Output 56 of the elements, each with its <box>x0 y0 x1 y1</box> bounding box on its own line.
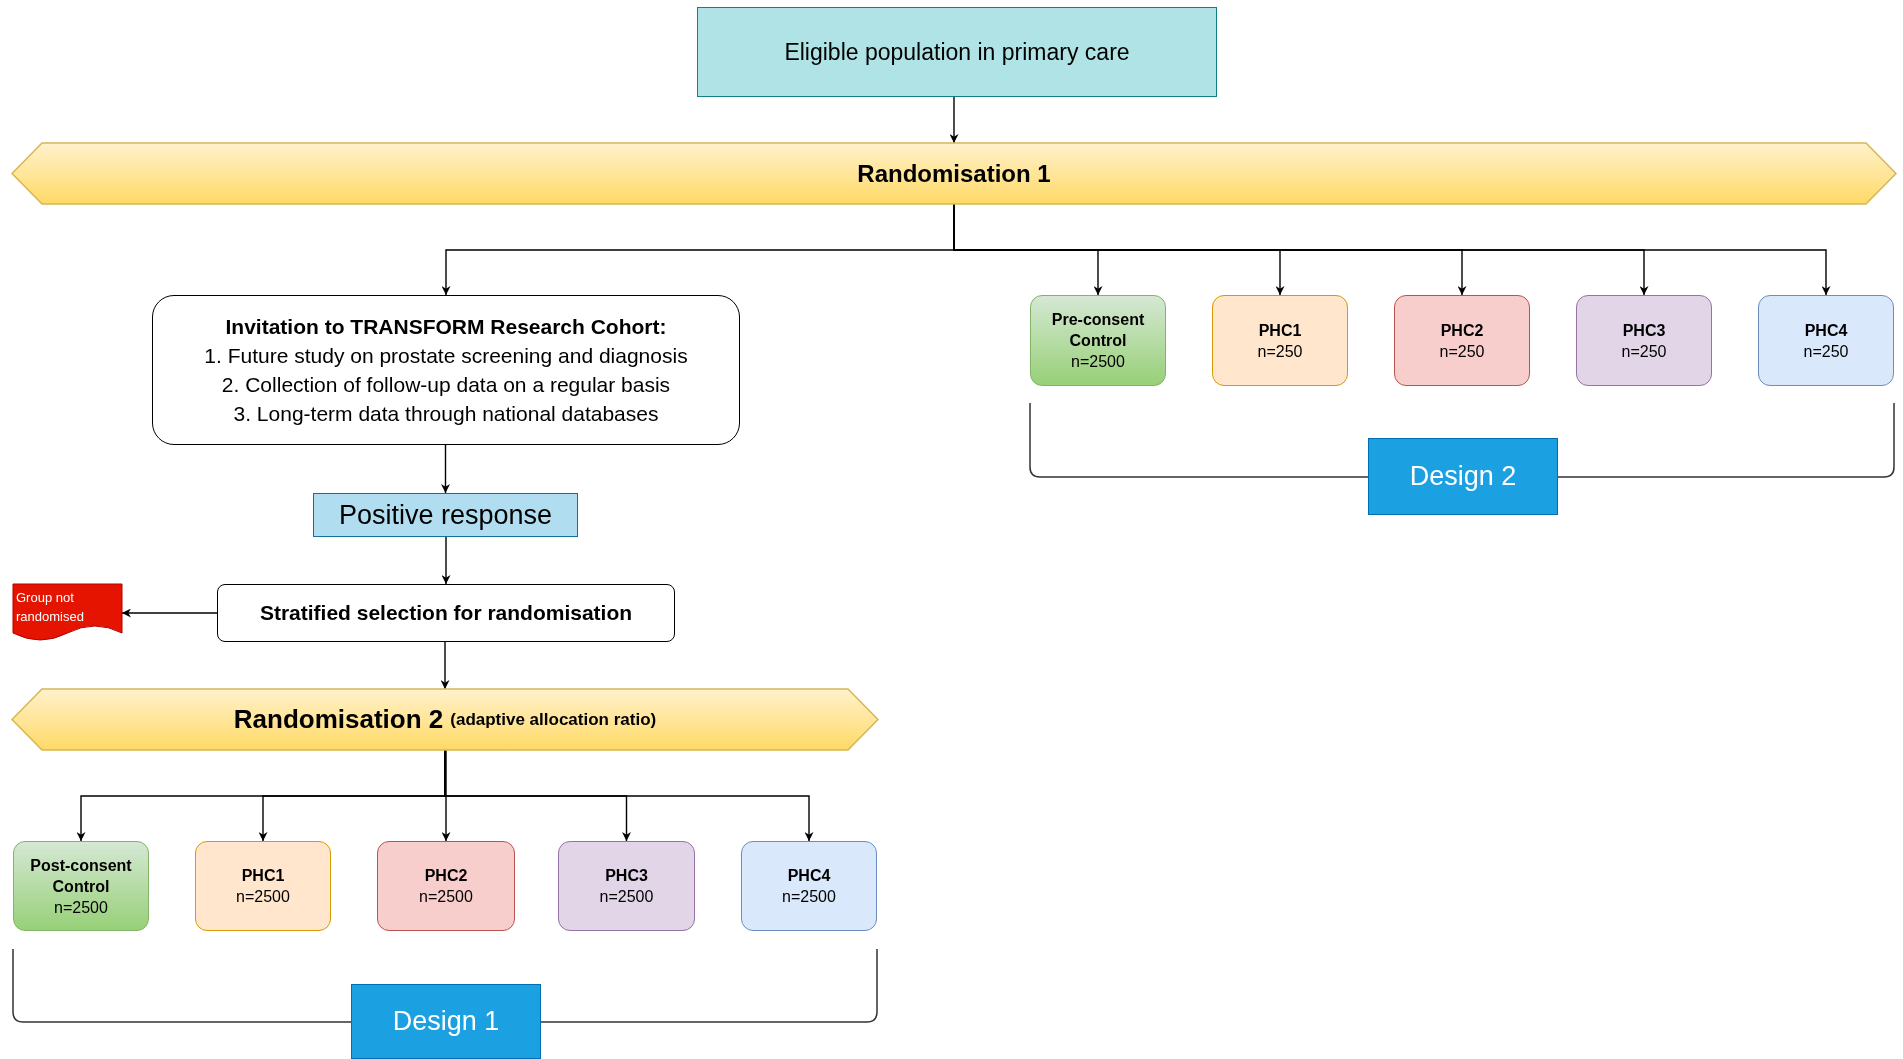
sample-size: n=2500 <box>599 887 654 907</box>
group-name: PHC1 <box>241 866 285 886</box>
box-label: Positive response <box>338 499 553 531</box>
banner-label: Randomisation 1 <box>857 159 1051 188</box>
arrow <box>949 96 959 144</box>
sample-size: n=250 <box>1439 341 1485 362</box>
banner-shape <box>12 689 878 750</box>
arrow <box>441 749 451 842</box>
group-name: PHC2 <box>424 866 468 886</box>
list-item: 3. Long-term data through national databases <box>233 401 659 427</box>
sample-size: n=2500 <box>782 887 836 907</box>
sample-size: n=250 <box>1803 341 1849 362</box>
group-box <box>195 841 331 931</box>
group-box <box>1576 295 1712 386</box>
group-box <box>741 841 877 931</box>
sample-size: n=2500 <box>419 887 473 907</box>
group-name: PHC1 <box>1258 320 1302 341</box>
group-name: PHC3 <box>1622 320 1666 341</box>
process-box <box>217 584 675 642</box>
group-box <box>558 841 695 931</box>
sample-size: n=250 <box>1621 341 1667 362</box>
group-box <box>13 841 149 931</box>
group-name: PHC4 <box>1804 320 1848 341</box>
box-label: Eligible population in primary care <box>784 38 1130 66</box>
document-label: Group not randomised <box>16 589 85 626</box>
sample-size: n=2500 <box>54 897 108 918</box>
process-box <box>313 493 578 537</box>
design-box <box>1368 438 1558 515</box>
design-label: Design 1 <box>392 1006 500 1037</box>
arrow <box>440 641 450 690</box>
design-label: Design 2 <box>1409 461 1517 492</box>
arrow <box>441 444 450 494</box>
document-shape <box>13 584 122 643</box>
banner-note: (adaptive allocation ratio) <box>450 709 657 730</box>
arrow <box>121 608 218 618</box>
group-name: PHC3 <box>605 866 648 886</box>
process-box <box>152 295 740 445</box>
group-box <box>1758 295 1894 386</box>
group-name: PHC4 <box>787 866 831 886</box>
sample-size: n=250 <box>1257 341 1303 362</box>
sample-size: n=2500 <box>1071 352 1125 372</box>
banner-label: Randomisation 2 <box>233 704 444 735</box>
group-box <box>1394 295 1530 386</box>
sample-size: n=2500 <box>236 887 290 907</box>
arrow <box>441 536 451 585</box>
design-box <box>351 984 541 1059</box>
box-heading: Invitation to TRANSFORM Research Cohort: <box>225 314 667 340</box>
process-box <box>697 7 1217 97</box>
banner-shape <box>12 143 1896 204</box>
group-box <box>1030 295 1166 386</box>
group-box <box>1212 295 1348 386</box>
group-box <box>377 841 515 931</box>
box-label: Stratified selection for randomisation <box>259 601 633 625</box>
list-item: 2. Collection of follow-up data on a regular basis <box>221 372 671 398</box>
list-item: 1. Future study on prostate screening and diagnosis <box>204 343 688 369</box>
group-name: PHC2 <box>1440 320 1484 341</box>
